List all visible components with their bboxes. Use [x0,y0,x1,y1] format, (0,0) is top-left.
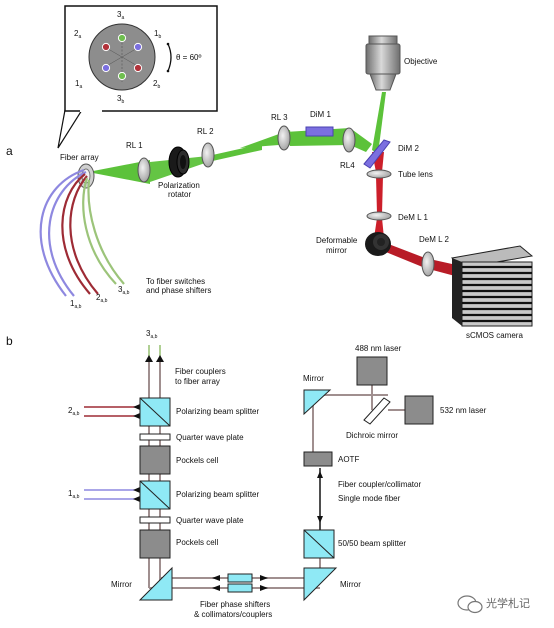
scmos-camera [450,245,534,327]
quarter-wave-plate-upper [139,433,171,441]
pockels-cell-upper [139,445,171,475]
label-b-1ab: 1a,b [68,489,80,500]
objective [365,35,401,91]
label-qwp-upper: Quarter wave plate [176,433,244,442]
inset-3a: 3a [117,10,124,21]
relay-lens-1 [137,157,151,183]
inset-angle: θ = 60º [176,53,201,62]
label-objective: Objective [404,57,438,66]
relay-lens-4 [342,127,356,153]
pockels-cell-lower [139,529,171,559]
label-b-2ab: 2a,b [68,406,80,417]
panel-b-label: b [6,334,13,348]
dichroic-mirror-1 [305,126,334,137]
label-pbs-upper: Polarizing beam splitter [176,407,259,416]
label-pockels-lower: Pockels cell [176,538,218,547]
inset-1b: 1b [154,29,161,40]
label-phase-shifters-1: Fiber phase shifters [200,600,270,609]
label-camera: sCMOS camera [466,331,523,340]
green-beam [88,92,386,184]
label-fiber-3ab: 3a,b [118,285,130,296]
label-fiber-1ab: 1a,b [70,299,82,310]
laser-488 [356,356,388,386]
label-mirror-bl: Mirror [111,580,132,589]
inset-2a: 2a [74,29,81,40]
label-to-fiber-2: and phase shifters [146,286,211,295]
label-coupler-collimator: Fiber coupler/collimator [338,480,421,489]
label-aotf: AOTF [338,455,359,464]
inset-1a: 1a [75,79,82,90]
label-fiber-2ab: 2a,b [96,293,108,304]
inset-3b: 3b [117,94,124,105]
panel-b-beam-lines [148,360,405,589]
label-dim1: DiM 1 [310,110,331,119]
dichroic-mirror-2 [363,139,391,169]
beam-splitter-50-50 [303,529,335,559]
panel-b-fiber-lines [84,345,321,530]
laser-532 [404,395,434,425]
dem-lens-2 [421,251,435,277]
relay-lens-2 [201,142,215,168]
label-single-mode: Single mode fiber [338,494,401,503]
relay-lens-3 [277,125,291,151]
label-tube-lens: Tube lens [398,170,433,179]
mirror-bottom-right [303,567,338,602]
polarizing-beam-splitter-lower [139,480,171,510]
label-couplers-2: to fiber array [175,377,220,386]
label-to-fiber-1: To fiber switches [146,277,205,286]
label-pbs-lower: Polarizing beam splitter [176,490,259,499]
deformable-mirror [365,232,391,256]
label-deml2: DeM L 2 [419,235,449,244]
polarizing-beam-splitter-upper [139,397,171,427]
label-def-mirror-1: Deformable [316,236,358,245]
label-rl4: RL4 [340,161,355,170]
mirror-top [303,389,332,416]
dichroic-mirror-b [363,397,391,425]
label-qwp-lower: Quarter wave plate [176,516,244,525]
label-phase-shifters-2: & collimators/couplers [194,610,272,619]
label-def-mirror-2: mirror [326,246,347,255]
label-bs-5050: 50/50 beam splitter [338,539,406,548]
fiber-couplers [133,355,323,523]
label-b-3ab: 3a,b [146,329,158,340]
label-deml1: DeM L 1 [398,213,428,222]
inset-2b: 2b [153,79,160,90]
label-couplers-1: Fiber couplers [175,367,226,376]
mirror-bottom-left [138,566,173,601]
label-rl1: RL 1 [126,141,143,150]
fiber-array-inset [57,5,218,149]
label-laser-532: 532 nm laser [440,406,487,415]
aotf [303,451,333,467]
label-pol-rotator-1: Polarization [158,181,200,190]
label-fiber-array: Fiber array [60,153,99,162]
label-mirror-br: Mirror [340,580,361,589]
watermark-logo-icon [457,595,483,614]
label-dichroic: Dichroic mirror [346,431,398,440]
polarization-rotator [168,146,190,178]
label-pockels-upper: Pockels cell [176,456,218,465]
label-pol-rotator-2: rotator [168,190,191,199]
label-rl2: RL 2 [197,127,214,136]
watermark-text: 光学札记 [486,596,530,610]
dem-lens-1 [366,211,392,221]
fibers [39,168,125,297]
panel-a-label: a [6,144,13,158]
label-rl3: RL 3 [271,113,288,122]
tube-lens [366,169,392,179]
quarter-wave-plate-lower [139,516,171,524]
label-laser-488: 488 nm laser [355,344,402,353]
label-dim2: DiM 2 [398,144,419,153]
fiber-phase-shifters [212,573,268,593]
label-mirror-top: Mirror [303,374,324,383]
